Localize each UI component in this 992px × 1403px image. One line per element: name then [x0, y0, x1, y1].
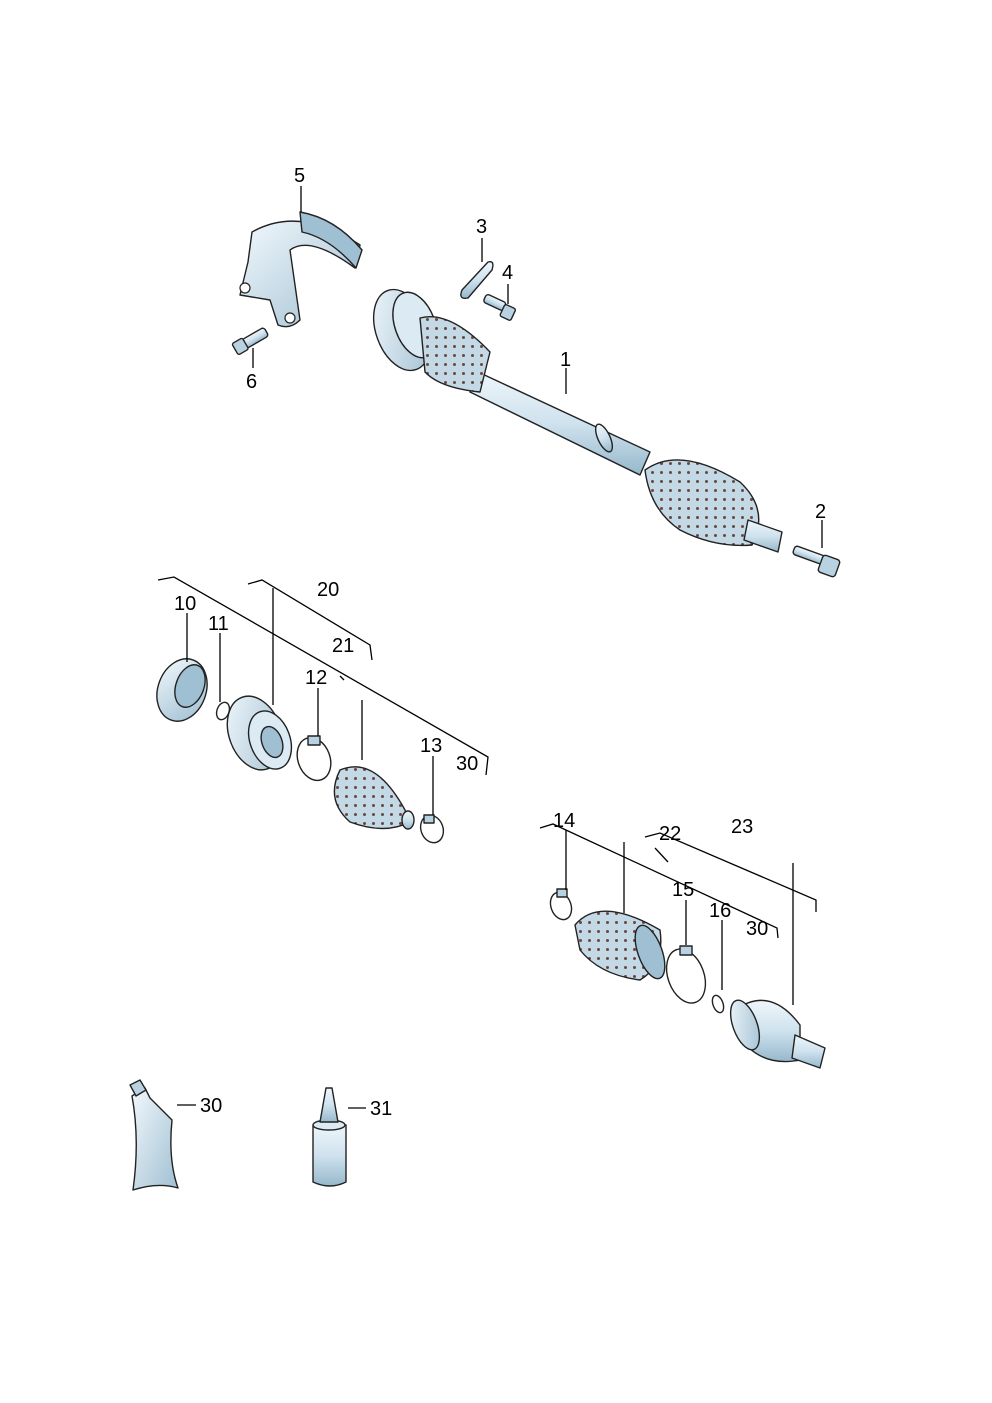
clamp-part-14[interactable]	[547, 888, 575, 923]
label-part-31: 31	[370, 1098, 392, 1120]
circlip-part-16[interactable]	[710, 994, 726, 1014]
label-part-11: 11	[208, 613, 229, 635]
sealant-bottle-part-31[interactable]	[312, 1087, 347, 1187]
bolt-part-6[interactable]	[231, 327, 269, 356]
label-part-20: 20	[317, 579, 339, 601]
label-part-6: 6	[246, 371, 257, 393]
bolt-part-4[interactable]	[483, 294, 517, 321]
protective-cap-part-10[interactable]	[149, 652, 216, 729]
label-part-10: 10	[174, 593, 196, 615]
label-part-1: 1	[560, 349, 571, 371]
inner-boot-part-21[interactable]	[333, 766, 415, 830]
label-part-30-left-kit: 30	[456, 753, 478, 775]
clamp-part-15[interactable]	[660, 944, 713, 1009]
outer-cv-joint-part-23[interactable]	[725, 996, 826, 1069]
label-part-16: 16	[709, 900, 731, 922]
label-part-23: 23	[731, 816, 753, 838]
label-part-30-grease: 30	[200, 1095, 222, 1117]
locking-plate-part-3[interactable]	[460, 260, 494, 300]
label-part-12: 12	[305, 667, 327, 689]
inner-cv-joint-part-20[interactable]	[218, 688, 299, 777]
drive-shaft-part-1[interactable]	[363, 282, 783, 553]
outer-boot-part-22[interactable]	[574, 910, 671, 982]
label-part-3: 3	[476, 216, 487, 238]
label-part-4: 4	[502, 262, 513, 284]
heat-shield-part-5[interactable]	[239, 211, 363, 328]
label-part-13: 13	[420, 735, 442, 757]
clamp-part-13[interactable]	[417, 812, 447, 846]
label-part-15: 15	[672, 879, 694, 901]
part-labels: 5 3 4 6 1 2 20 10 11 21 12 13 30 23 14 2…	[174, 165, 826, 1120]
label-part-2: 2	[815, 501, 826, 523]
bolt-part-2[interactable]	[792, 545, 841, 578]
leader-lines	[157, 186, 823, 1109]
label-part-5: 5	[294, 165, 305, 187]
clamp-part-12[interactable]	[291, 733, 336, 785]
label-part-14: 14	[553, 810, 575, 832]
label-part-30-right-kit: 30	[746, 918, 768, 940]
grease-tube-part-30[interactable]	[129, 1079, 179, 1191]
label-part-21: 21	[332, 635, 354, 657]
label-part-22: 22	[659, 823, 681, 845]
